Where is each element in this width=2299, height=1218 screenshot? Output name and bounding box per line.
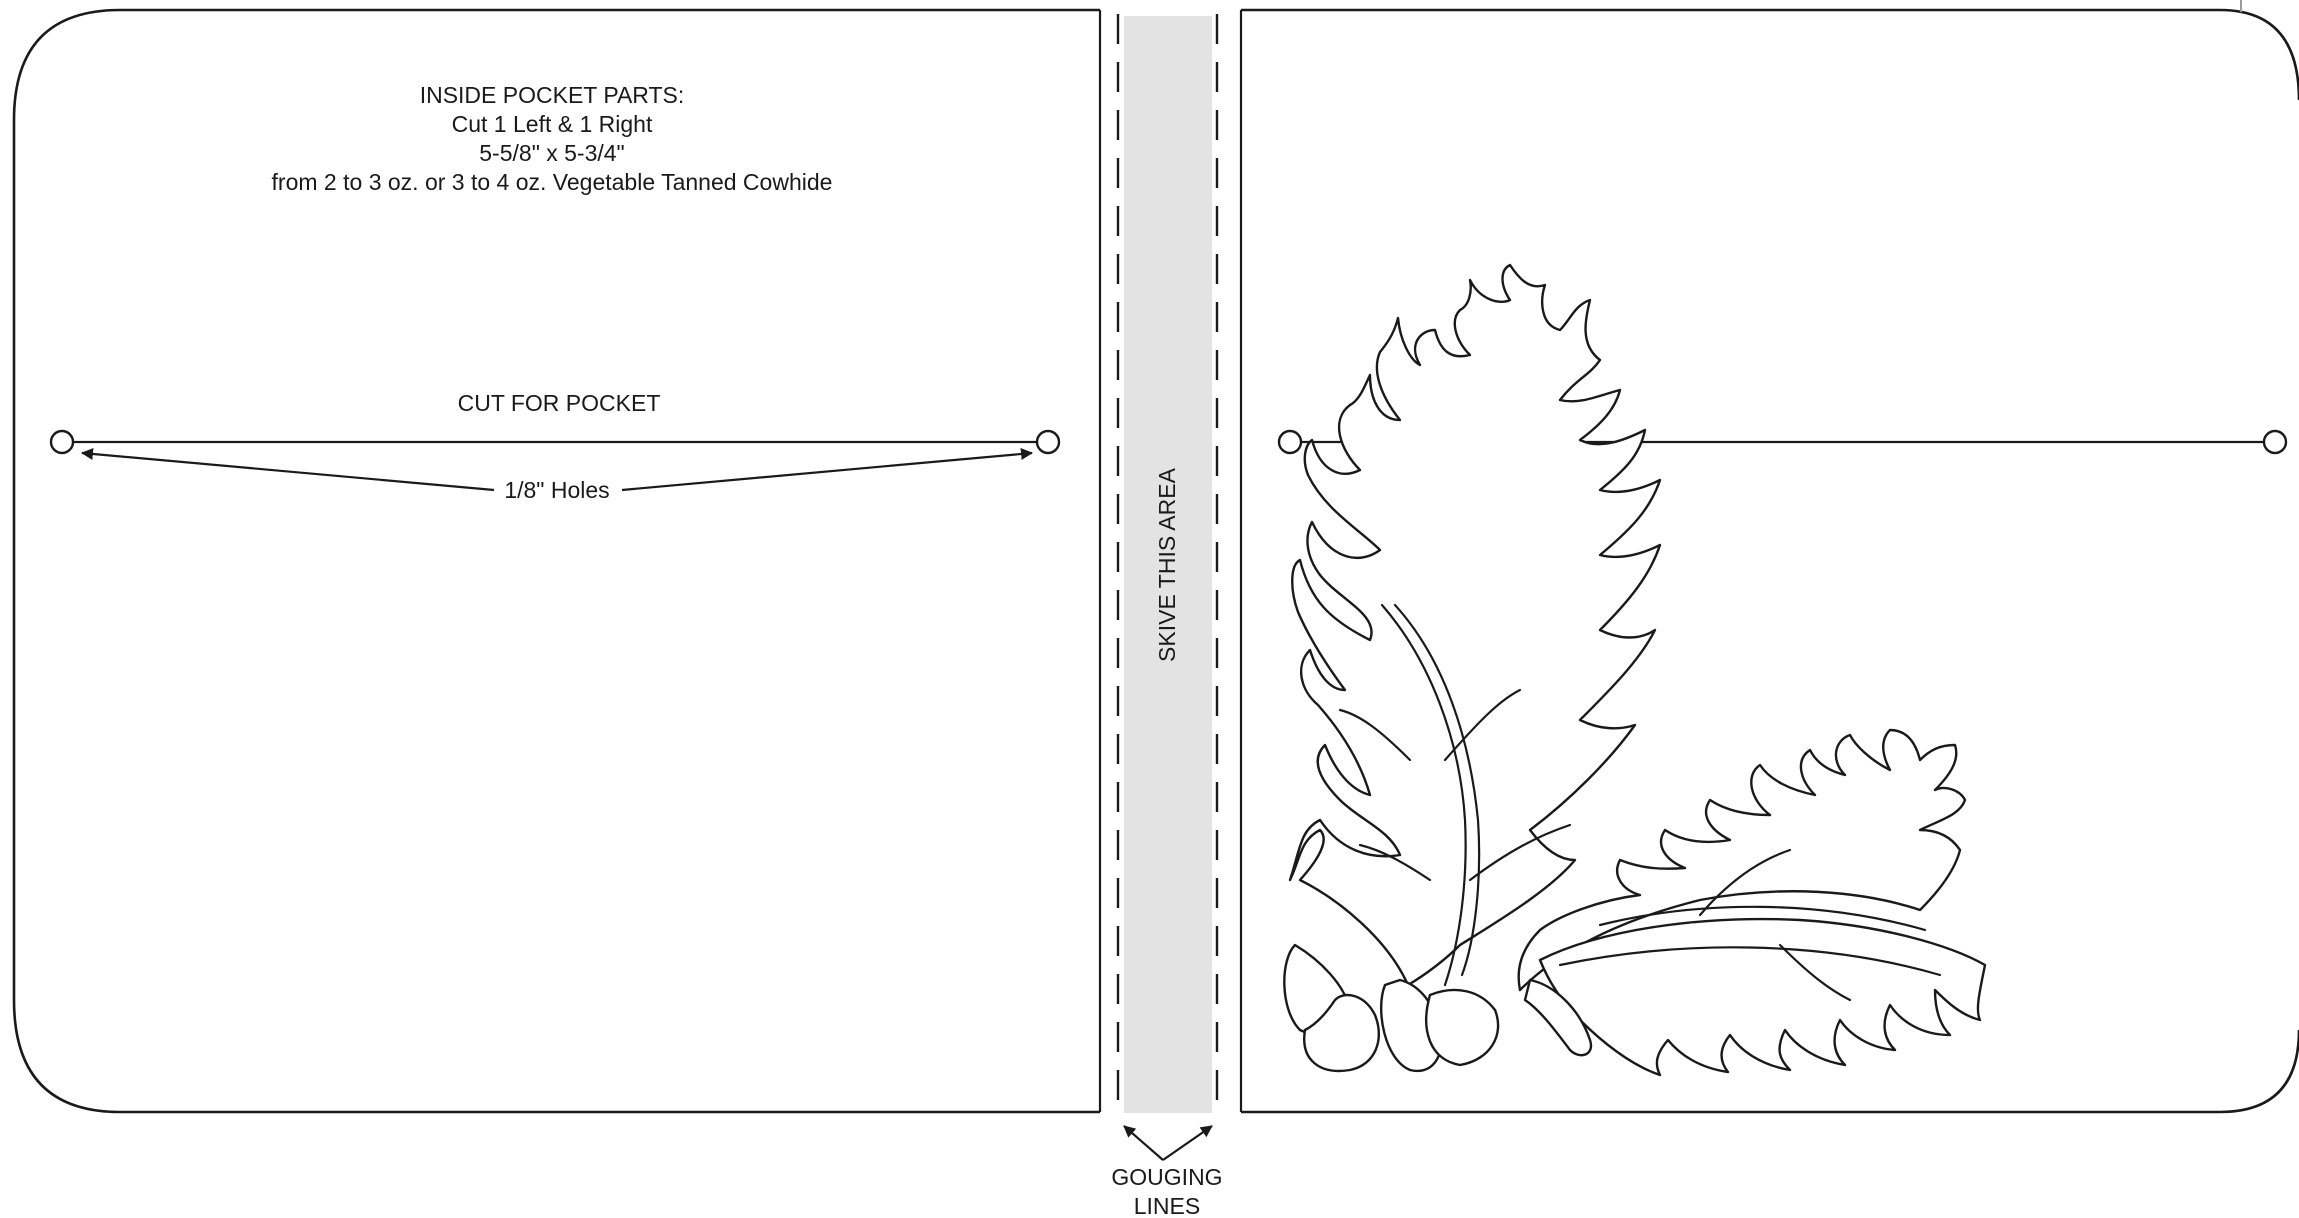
- skive-area: [1124, 16, 1212, 1113]
- holes-arrow-left: [81, 448, 495, 492]
- oak-leaf-upper: [1288, 263, 1662, 987]
- gouging-arrow-left: [1123, 1125, 1164, 1161]
- acorn-nut-2: [1425, 988, 1500, 1067]
- oak-leaf-right: [1517, 728, 1967, 992]
- acorn-stem: [1523, 978, 1593, 1057]
- leaf-side-vein-4: [1468, 823, 1572, 882]
- gouging-arrow-right: [1162, 1125, 1213, 1161]
- acorn-cap-1: [1303, 993, 1380, 1073]
- right-pocket-outline-bottom: [1241, 1029, 2299, 1114]
- right-pocket-outline: [1241, 8, 2299, 101]
- leaf-side-vein-1: [1338, 708, 1412, 762]
- parts-line-1: Cut 1 Left & 1 Right: [452, 111, 653, 137]
- left-hole-inner: [1035, 429, 1061, 455]
- acorn-cap-2: [1379, 978, 1443, 1073]
- leaf-vein-upper: [1380, 603, 1467, 987]
- parts-title: INSIDE POCKET PARTS:: [420, 82, 685, 108]
- leaf-side-vein-6: [1778, 943, 1852, 1002]
- gouging-label-line-1: GOUGING: [1111, 1164, 1222, 1190]
- left-pocket-outline: [12, 8, 1100, 1114]
- oak-leaf-lower: [1538, 917, 1987, 1077]
- leaf-vein-lower: [1558, 946, 1942, 977]
- leaf-vein-upper-2: [1393, 603, 1481, 977]
- leaf-side-vein-5: [1698, 848, 1792, 917]
- parts-line-2: 5-5/8" x 5-3/4": [479, 140, 624, 166]
- skive-label: SKIVE THIS AREA: [1154, 467, 1180, 662]
- right-hole-outer: [2262, 429, 2288, 455]
- leaf-side-vein-3: [1358, 843, 1432, 882]
- holes-arrow-right: [621, 448, 1033, 492]
- leaf-side-vein-2: [1443, 688, 1522, 762]
- gouging-label-line-2: LINES: [1134, 1193, 1200, 1218]
- leaf-vein-right: [1598, 905, 1927, 932]
- left-hole-outer: [49, 429, 75, 455]
- right-hole-inner: [1277, 429, 1303, 455]
- oak-leaf-acorn-ornament: [1283, 263, 1987, 1077]
- holes-label: 1/8" Holes: [504, 477, 609, 503]
- cut-for-pocket-label: CUT FOR POCKET: [458, 390, 661, 416]
- parts-line-3: from 2 to 3 oz. or 3 to 4 oz. Vegetable …: [272, 169, 833, 195]
